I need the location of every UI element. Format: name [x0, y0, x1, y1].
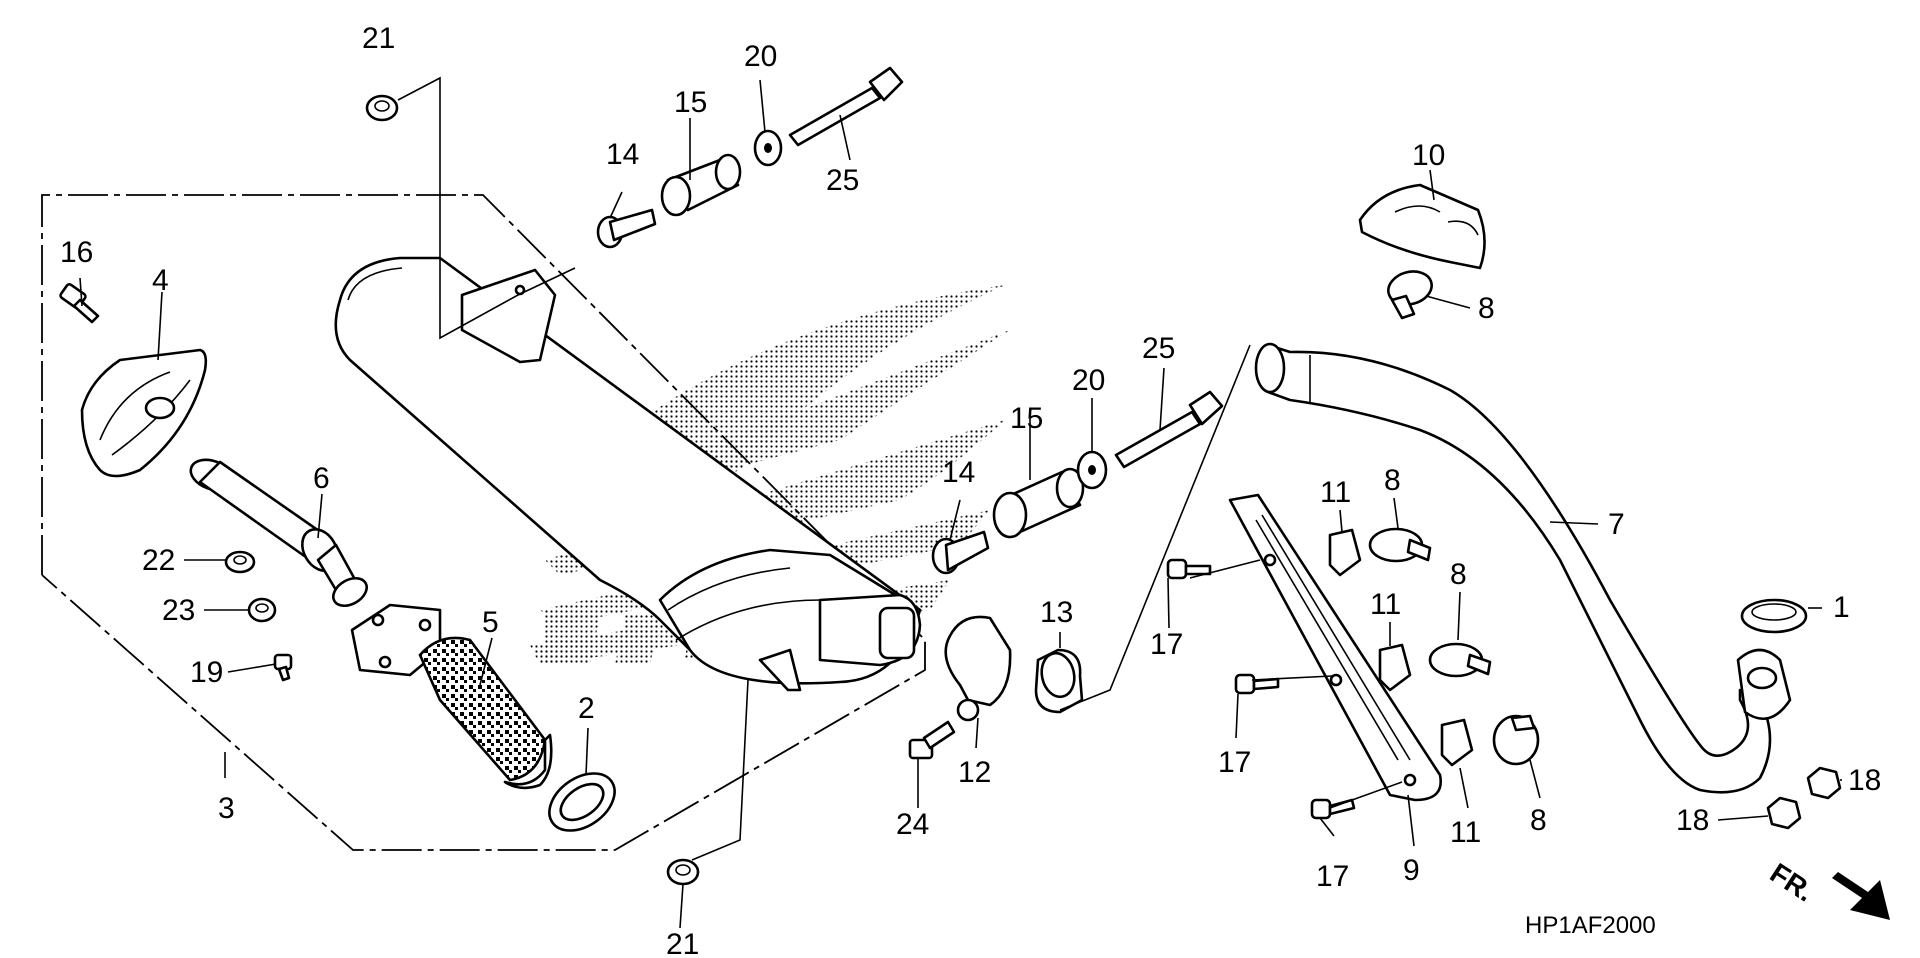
callout-25-b: 25: [1142, 332, 1175, 365]
joint-collar-13: [1034, 648, 1084, 714]
callout-21-b: 21: [666, 928, 699, 958]
callout-23: 23: [162, 594, 195, 627]
callout-13: 13: [1040, 596, 1073, 629]
callout-11-b: 11: [1370, 588, 1401, 621]
gasket-2: [548, 772, 616, 832]
callout-25-a: 25: [826, 164, 859, 197]
callout-3: 3: [218, 792, 235, 825]
callout-19: 19: [190, 656, 223, 689]
callout-9: 9: [1403, 854, 1420, 887]
bracket-11-b: [1378, 643, 1412, 692]
nut-21-top: [365, 94, 399, 122]
washer-22: [224, 550, 256, 574]
nut-21-bottom: [666, 858, 700, 886]
front-direction-arrow: [1832, 872, 1890, 920]
assembly-bracket: [41, 194, 926, 851]
hose-clamp-8-b: [1368, 527, 1432, 563]
rubber-mount-15-top: [660, 153, 742, 217]
nut-23: [247, 597, 277, 623]
heat-shield: [1228, 493, 1442, 802]
callout-8-b: 8: [1384, 464, 1401, 497]
bolt-25-top: [788, 66, 904, 147]
leader-lines: [79, 76, 1842, 929]
gasket-1: [1740, 598, 1808, 634]
exhaust-flange: [1736, 648, 1792, 721]
hose-clamp-8-a: [1387, 270, 1433, 320]
muffler-body: [334, 256, 922, 692]
callout-20-b: 20: [1072, 364, 1105, 397]
callout-4: 4: [152, 264, 169, 297]
callout-24: 24: [896, 808, 929, 841]
bolt-24: [908, 720, 956, 760]
collar-14-top: [596, 208, 657, 249]
exhaust-pipe: [1254, 342, 1772, 794]
callout-21-a: 21: [362, 22, 395, 55]
diagram-code: HP1AF2000: [1525, 912, 1656, 939]
callout-18-b: 18: [1676, 804, 1709, 837]
callout-12: 12: [958, 756, 991, 789]
callout-8-d: 8: [1530, 804, 1547, 837]
bracket-11-a: [1328, 528, 1362, 577]
tail-cap: [80, 348, 208, 478]
callout-7: 7: [1608, 508, 1625, 541]
callout-8-a: 8: [1478, 292, 1495, 325]
screw-17-a: [1166, 558, 1212, 580]
nut-18-b: [1766, 796, 1802, 830]
bracket-11-c: [1440, 718, 1474, 767]
bolt-25-lower: [1114, 390, 1224, 469]
front-direction-label: FR.: [1765, 857, 1820, 908]
inner-pipe: [350, 603, 553, 790]
washer-20-lower: [1076, 450, 1108, 490]
callout-14-a: 14: [606, 138, 639, 171]
callout-2: 2: [578, 692, 595, 725]
callout-11-a: 11: [1320, 476, 1351, 509]
callout-14-b: 14: [942, 456, 975, 489]
washer-20-top: [753, 129, 783, 167]
screw-17-c: [1310, 798, 1356, 820]
rubber-mount-15-lower: [992, 467, 1085, 539]
callout-22: 22: [142, 544, 175, 577]
callout-15-a: 15: [674, 86, 707, 119]
callout-17-b: 17: [1218, 746, 1251, 779]
callout-8-c: 8: [1450, 558, 1467, 591]
hose-clamp-8-c: [1428, 642, 1492, 678]
nut-18-a: [1806, 766, 1842, 800]
callout-16: 16: [60, 236, 93, 269]
hose-clamp-8-d: [1492, 714, 1540, 766]
callout-15-b: 15: [1010, 402, 1043, 435]
callout-17-c: 17: [1316, 860, 1349, 893]
callout-1: 1: [1833, 591, 1850, 624]
screw-17-b: [1234, 673, 1280, 695]
callout-10: 10: [1412, 139, 1445, 172]
pipe-protector-10: [1358, 183, 1486, 270]
callout-18-a: 18: [1848, 764, 1881, 797]
spark-arrester: [189, 458, 369, 608]
callout-6: 6: [313, 462, 330, 495]
callout-17-a: 17: [1150, 628, 1183, 661]
screw-19: [273, 653, 293, 682]
collar-14-lower: [931, 530, 990, 575]
callout-labels: 1 2 3 4 5 6 7 8 8 8 8 9 10 11 11 11 12 1…: [60, 22, 1881, 958]
callout-11-c: 11: [1450, 816, 1481, 849]
flange-bolt-16: [59, 283, 100, 324]
callout-5: 5: [482, 606, 499, 639]
muffler-band-12: [944, 615, 1012, 722]
callout-20-a: 20: [744, 40, 777, 73]
